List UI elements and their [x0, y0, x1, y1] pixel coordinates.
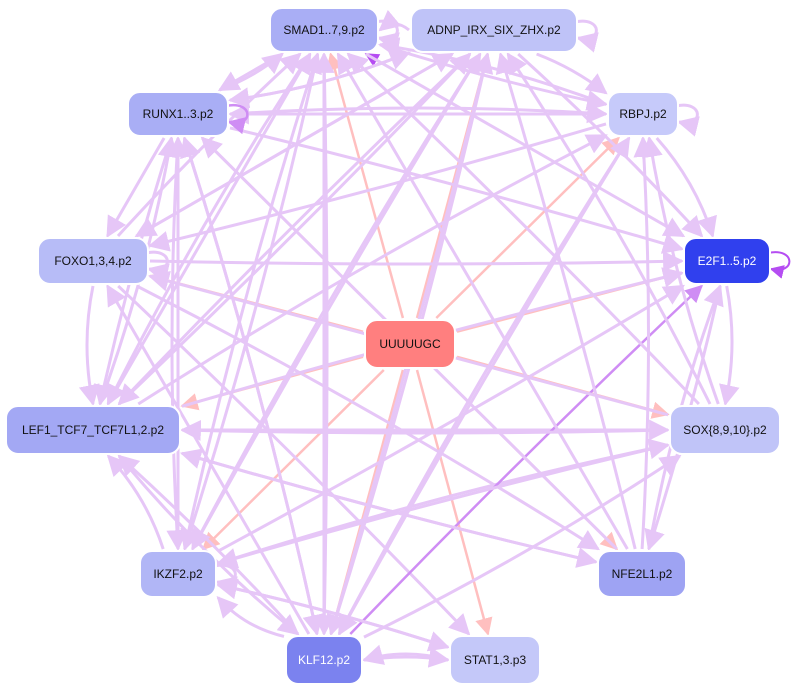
- edge-adnp-to-e2f: [517, 52, 704, 238]
- node-label-rbpj: RBPJ.p2: [619, 107, 667, 121]
- edge-uuu-to-ikzf: [201, 369, 385, 551]
- node-runx[interactable]: RUNX1..3.p2: [127, 91, 229, 137]
- edge-e2f-to-sox: [719, 285, 740, 407]
- edge-adnp-to-rbpj: [536, 52, 608, 95]
- node-label-runx: RUNX1..3.p2: [143, 107, 214, 121]
- node-klf[interactable]: KLF12.p2: [285, 635, 363, 685]
- self-loop-adnp: [574, 19, 599, 53]
- edge-nfe-to-lef: [179, 448, 597, 564]
- node-label-foxo: FOXO1,3,4.p2: [54, 254, 132, 268]
- self-loop-ikzf: [213, 563, 238, 597]
- node-box-runx: [127, 91, 229, 137]
- node-label-klf: KLF12.p2: [298, 653, 350, 667]
- node-label-adnp: ADNP_IRX_SIX_ZHX.p2: [427, 23, 561, 37]
- node-uuu[interactable]: UUUUUGC: [364, 319, 456, 369]
- edge-sox-to-lef: [179, 419, 669, 441]
- node-box-nfe: [597, 550, 687, 598]
- self-loop-foxo: [145, 250, 170, 284]
- node-box-klf: [285, 635, 363, 685]
- self-loop-smad: [375, 19, 400, 53]
- edge-klf-to-ikzf: [216, 596, 285, 638]
- edge-adnp-to-lef: [117, 52, 471, 406]
- node-adnp[interactable]: ADNP_IRX_SIX_ZHX.p2: [410, 7, 578, 53]
- node-box-lef: [5, 405, 181, 455]
- node-label-nfe: NFE2L1.p2: [612, 567, 673, 581]
- edge-layer: [78, 9, 740, 668]
- node-smad[interactable]: SMAD1..7,9.p2: [269, 7, 379, 53]
- edge-sox-to-rbpj: [641, 135, 720, 405]
- node-label-uuu: UUUUUGC: [379, 337, 441, 351]
- node-label-lef: LEF1_TCF7_TCF7L1,2.p2: [22, 423, 164, 437]
- edge-sox-to-smad: [346, 52, 700, 406]
- edge-nfe-to-smad: [336, 52, 629, 550]
- edge-rbpj-to-klf: [337, 137, 631, 636]
- node-label-stat: STAT1,3.p3: [464, 653, 527, 667]
- edge-nfe-to-adnp: [495, 51, 637, 550]
- node-stat[interactable]: STAT1,3.p3: [449, 635, 541, 685]
- edge-smad-to-runx: [217, 52, 284, 92]
- edge-stat-to-ikzf: [215, 578, 449, 649]
- edge-smad-to-rbpj: [379, 43, 609, 111]
- edge-nfe-to-rbpj: [633, 135, 655, 550]
- edge-uuu-to-smad: [326, 52, 405, 319]
- edge-adnp-to-runx: [227, 51, 410, 109]
- edge-lef-to-rbpj: [137, 133, 608, 406]
- edge-klf-to-lef: [117, 454, 300, 636]
- edge-rbpj-to-foxo: [147, 122, 607, 252]
- self-loop-layer: [145, 19, 791, 597]
- node-label-sox: SOX{8,9,10}.p2: [683, 423, 767, 437]
- node-box-adnp: [410, 7, 578, 53]
- edge-sox-to-ikzf: [215, 443, 669, 569]
- node-label-ikzf: IKZF2.p2: [153, 567, 203, 581]
- node-box-stat: [449, 635, 541, 685]
- edge-smad-to-klf: [313, 53, 335, 637]
- edge-foxo-to-lef: [78, 285, 100, 407]
- edge-adnp-to-ikzf: [191, 53, 482, 551]
- self-loop-runx: [225, 103, 249, 135]
- node-box-sox: [669, 405, 781, 455]
- edge-runx-to-ikzf: [166, 137, 188, 552]
- edge-lef-to-smad: [106, 52, 312, 405]
- node-label-smad: SMAD1..7,9.p2: [283, 23, 365, 37]
- node-nfe[interactable]: NFE2L1.p2: [597, 550, 687, 598]
- node-sox[interactable]: SOX{8,9,10}.p2: [669, 405, 781, 455]
- edge-foxo-to-e2f: [149, 250, 685, 272]
- node-box-rbpj: [607, 91, 679, 137]
- self-loop-rbpj: [675, 103, 700, 137]
- node-box-smad: [269, 7, 379, 53]
- edge-sox-to-adnp: [506, 52, 712, 405]
- edge-ikzf-to-lef: [106, 454, 165, 550]
- edge-rbpj-to-smad: [377, 37, 607, 106]
- node-layer: SMAD1..7,9.p2 ADNP_IRX_SIX_ZHX.p2RUNX1..3…: [5, 7, 781, 685]
- node-rbpj[interactable]: RBPJ.p2: [607, 91, 679, 137]
- edge-rbpj-to-e2f: [655, 137, 717, 238]
- node-label-e2f: E2F1..5.p2: [698, 254, 757, 268]
- edge-stat-to-klf: [361, 644, 449, 665]
- edge-foxo-to-stat: [117, 284, 471, 636]
- edge-smad-to-lef: [106, 53, 312, 406]
- node-ikzf[interactable]: IKZF2.p2: [139, 550, 217, 598]
- self-loop-e2f: [767, 251, 791, 279]
- edge-smad-to-e2f: [365, 52, 686, 238]
- edge-ikzf-to-e2f: [217, 284, 686, 553]
- node-lef[interactable]: LEF1_TCF7_TCF7L1,2.p2: [5, 405, 181, 455]
- node-foxo[interactable]: FOXO1,3,4.p2: [37, 237, 149, 285]
- node-box-foxo: [37, 237, 149, 285]
- edge-uuu-to-stat: [415, 369, 493, 636]
- edge-klf-to-runx: [180, 135, 319, 635]
- node-e2f[interactable]: E2F1..5.p2: [683, 237, 771, 285]
- edge-klf-to-sox: [363, 454, 682, 639]
- node-box-e2f: [683, 237, 771, 285]
- edge-ikzf-to-smad: [183, 51, 322, 550]
- node-box-uuu: [364, 319, 456, 369]
- edge-smad-to-ikzf: [180, 53, 320, 552]
- node-box-ikzf: [139, 550, 217, 598]
